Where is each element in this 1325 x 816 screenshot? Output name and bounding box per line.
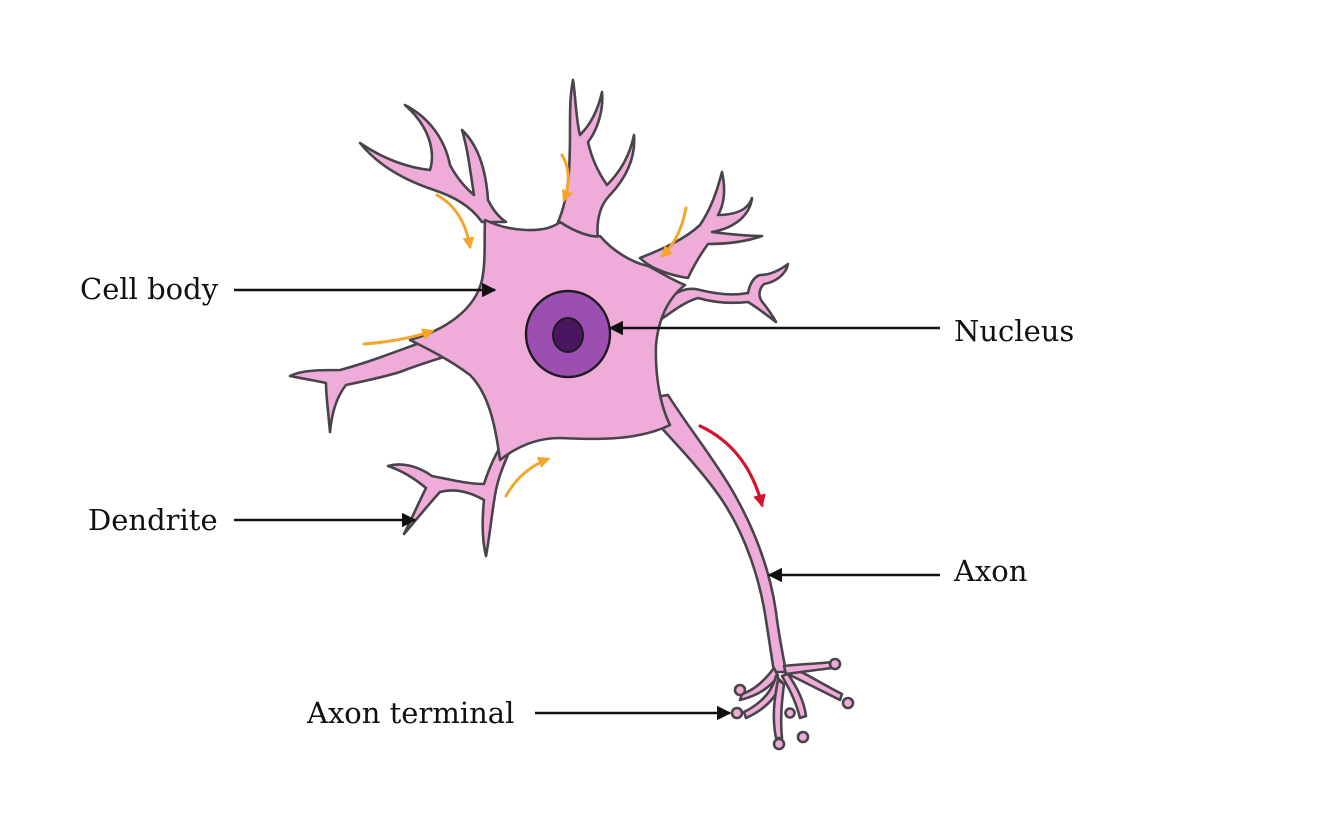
axon-terminal-branch-1: [738, 666, 780, 702]
input-arrow: [435, 193, 475, 250]
label-nucleus: Nucleus: [954, 314, 1075, 348]
axon-body: [634, 393, 788, 674]
terminal-bulb: [841, 696, 855, 710]
axon-terminal-branch-6: [782, 660, 834, 676]
axon-terminal-branch-3: [772, 678, 786, 740]
terminal-bulb: [828, 657, 842, 671]
axon-shape: [634, 393, 855, 751]
terminal-bulb: [796, 730, 810, 744]
input-arrow: [504, 456, 551, 498]
dendrite-top: [556, 78, 636, 242]
label-axon: Axon: [954, 554, 1028, 588]
input-arrow: [362, 328, 435, 346]
nucleolus: [552, 317, 584, 353]
label-cell-body: Cell body: [80, 272, 219, 306]
input-arrow: [560, 153, 574, 203]
dendrite-upper-right: [638, 170, 764, 280]
label-axon-terminal: Axon terminal: [307, 696, 515, 730]
input-signal-arrows: [362, 153, 688, 498]
output-signal-arrow: [698, 424, 766, 508]
terminal-bulb: [772, 737, 786, 751]
terminal-bulb: [733, 683, 747, 697]
dendrite-right: [658, 262, 790, 324]
label-dendrite: Dendrite: [88, 503, 218, 537]
input-arrow: [660, 206, 688, 258]
label-pointers: [234, 282, 940, 721]
dendrite-upper-left: [358, 103, 508, 224]
dendrite-lower-left: [386, 428, 522, 558]
terminal-bulb: [730, 706, 744, 720]
terminal-bulb: [784, 707, 796, 719]
axon-terminal-branch-4: [780, 672, 808, 720]
